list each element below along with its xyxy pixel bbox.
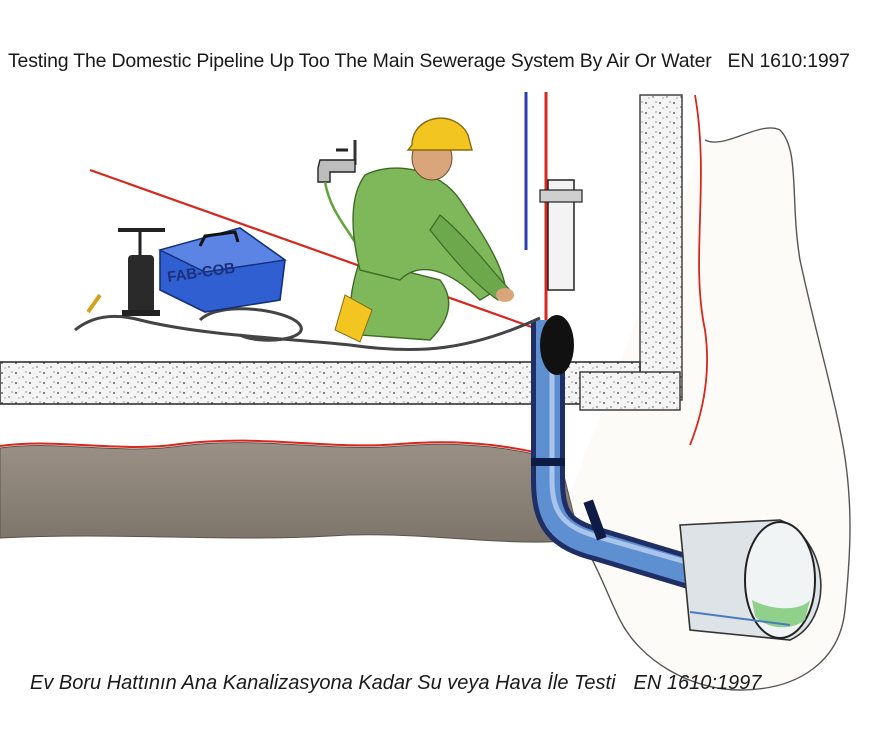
pipe-joint bbox=[583, 499, 607, 541]
top-caption-standard: EN 1610:1997 bbox=[727, 50, 850, 72]
hard-hat bbox=[406, 117, 473, 151]
soil-red-line bbox=[0, 439, 561, 459]
wall-concrete bbox=[639, 94, 683, 401]
toolbox: FAB-COB bbox=[158, 227, 287, 313]
floor-slab-right bbox=[579, 371, 681, 411]
top-caption: Testing The Domestic Pipeline Up Too The… bbox=[8, 50, 850, 73]
hose-fitting bbox=[86, 293, 102, 314]
top-caption-text: Testing The Domestic Pipeline Up Too The… bbox=[8, 50, 712, 72]
wall-red-edge bbox=[689, 94, 708, 446]
worker bbox=[334, 117, 514, 343]
test-pipe-inner bbox=[536, 320, 704, 587]
soil-layer bbox=[0, 442, 581, 543]
bottom-caption-text: Ev Boru Hattının Ana Kanalizasyona Kadar… bbox=[30, 672, 616, 694]
sewer-blue-line bbox=[689, 611, 791, 626]
hand-pump bbox=[118, 228, 165, 316]
test-hose-loop bbox=[198, 307, 303, 342]
bottom-caption-standard: EN 1610:1997 bbox=[633, 672, 762, 694]
pipe-joint bbox=[531, 458, 565, 466]
sewer-water bbox=[752, 600, 810, 628]
test-hose bbox=[74, 314, 541, 352]
slope-red-line bbox=[89, 168, 541, 332]
upper-test-plug bbox=[540, 315, 574, 375]
bottom-caption: Ev Boru Hattının Ana Kanalizasyona Kadar… bbox=[30, 672, 761, 695]
pipe-clamp bbox=[539, 189, 583, 203]
